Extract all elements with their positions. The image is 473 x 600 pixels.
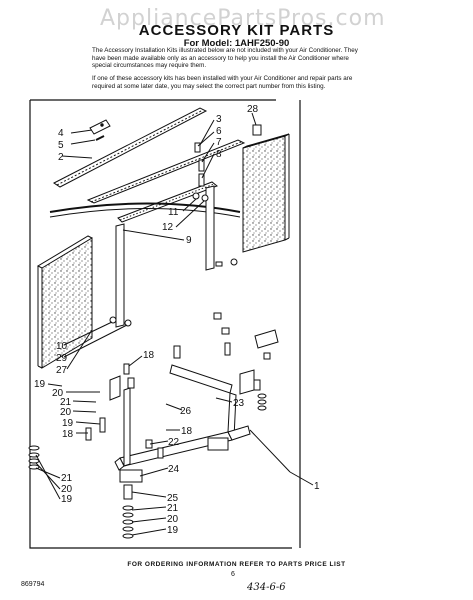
callout-3: 3 [216, 114, 222, 125]
intro-paragraph-2: If one of these accessory kits has been … [92, 75, 353, 90]
bracket-4 [89, 119, 111, 135]
callout-20-bottom: 20 [167, 514, 179, 525]
callout-25: 25 [167, 493, 179, 504]
handwritten-note: 434-6-6 [247, 582, 286, 593]
foot-24 [119, 469, 143, 483]
callout-9: 9 [186, 235, 192, 246]
callout-29: 29 [56, 353, 68, 364]
callout-26: 26 [180, 406, 192, 417]
screw-7 [198, 159, 205, 172]
callout-21-top: 21 [60, 397, 72, 408]
ordering-note: FOR ORDERING INFORMATION REFER TO PARTS … [127, 561, 346, 568]
callout-20-top: 20 [52, 388, 64, 399]
document-code: 869794 [21, 581, 45, 588]
callout-19-bottom: 19 [167, 525, 179, 536]
kit-outline [29, 99, 301, 549]
callout-23: 23 [233, 398, 245, 409]
callout-19-mid: 19 [62, 418, 74, 429]
callout-18-mid: 18 [62, 429, 74, 440]
callout-11: 11 [168, 207, 179, 218]
callout-12: 12 [162, 222, 174, 233]
callout-22: 22 [168, 437, 180, 448]
callout-20-low: 20 [61, 484, 73, 495]
callout-21-bottom: 21 [167, 503, 179, 514]
callout-6: 6 [216, 126, 222, 137]
bracket-right [254, 329, 279, 349]
callout-5: 5 [58, 140, 64, 151]
support-leg-right [205, 185, 215, 271]
callout-1: 1 [314, 481, 320, 492]
callout-28: 28 [247, 104, 259, 115]
base-rail-left [123, 387, 131, 467]
callout-18-top: 18 [143, 350, 155, 361]
callout-10: 10 [56, 341, 68, 352]
rail-strip-2 [53, 107, 208, 188]
base-rail-top [169, 364, 233, 394]
screw-6 [194, 142, 201, 153]
callout-2: 2 [58, 152, 64, 163]
clip-28 [252, 124, 262, 136]
callout-19-low: 19 [61, 494, 73, 505]
callout-27: 27 [56, 365, 68, 376]
side-panel-right [242, 135, 286, 253]
callout-8: 8 [216, 149, 222, 160]
washer-stack-right [257, 393, 267, 411]
callout-19-top: 19 [34, 379, 46, 390]
callout-21-low: 21 [61, 473, 73, 484]
watermark: AppliancePartsPros.com [100, 6, 386, 31]
washer-stack-bottom [122, 505, 134, 539]
page-number: 6 [231, 571, 235, 578]
support-leg-9 [115, 223, 125, 328]
model-number: For Model: 1AHF250-90 [183, 38, 290, 49]
callout-4: 4 [58, 128, 64, 139]
intro-paragraph-1: The Accessory Installation Kits illustra… [92, 47, 358, 70]
callout-7: 7 [216, 137, 222, 148]
side-panel-left [41, 237, 93, 369]
page-title: ACCESSORY KIT PARTS [138, 22, 335, 39]
callout-24: 24 [168, 464, 180, 475]
callout-18-right: 18 [181, 426, 193, 437]
curved-seal [49, 202, 241, 213]
callout-20-mid: 20 [60, 407, 72, 418]
